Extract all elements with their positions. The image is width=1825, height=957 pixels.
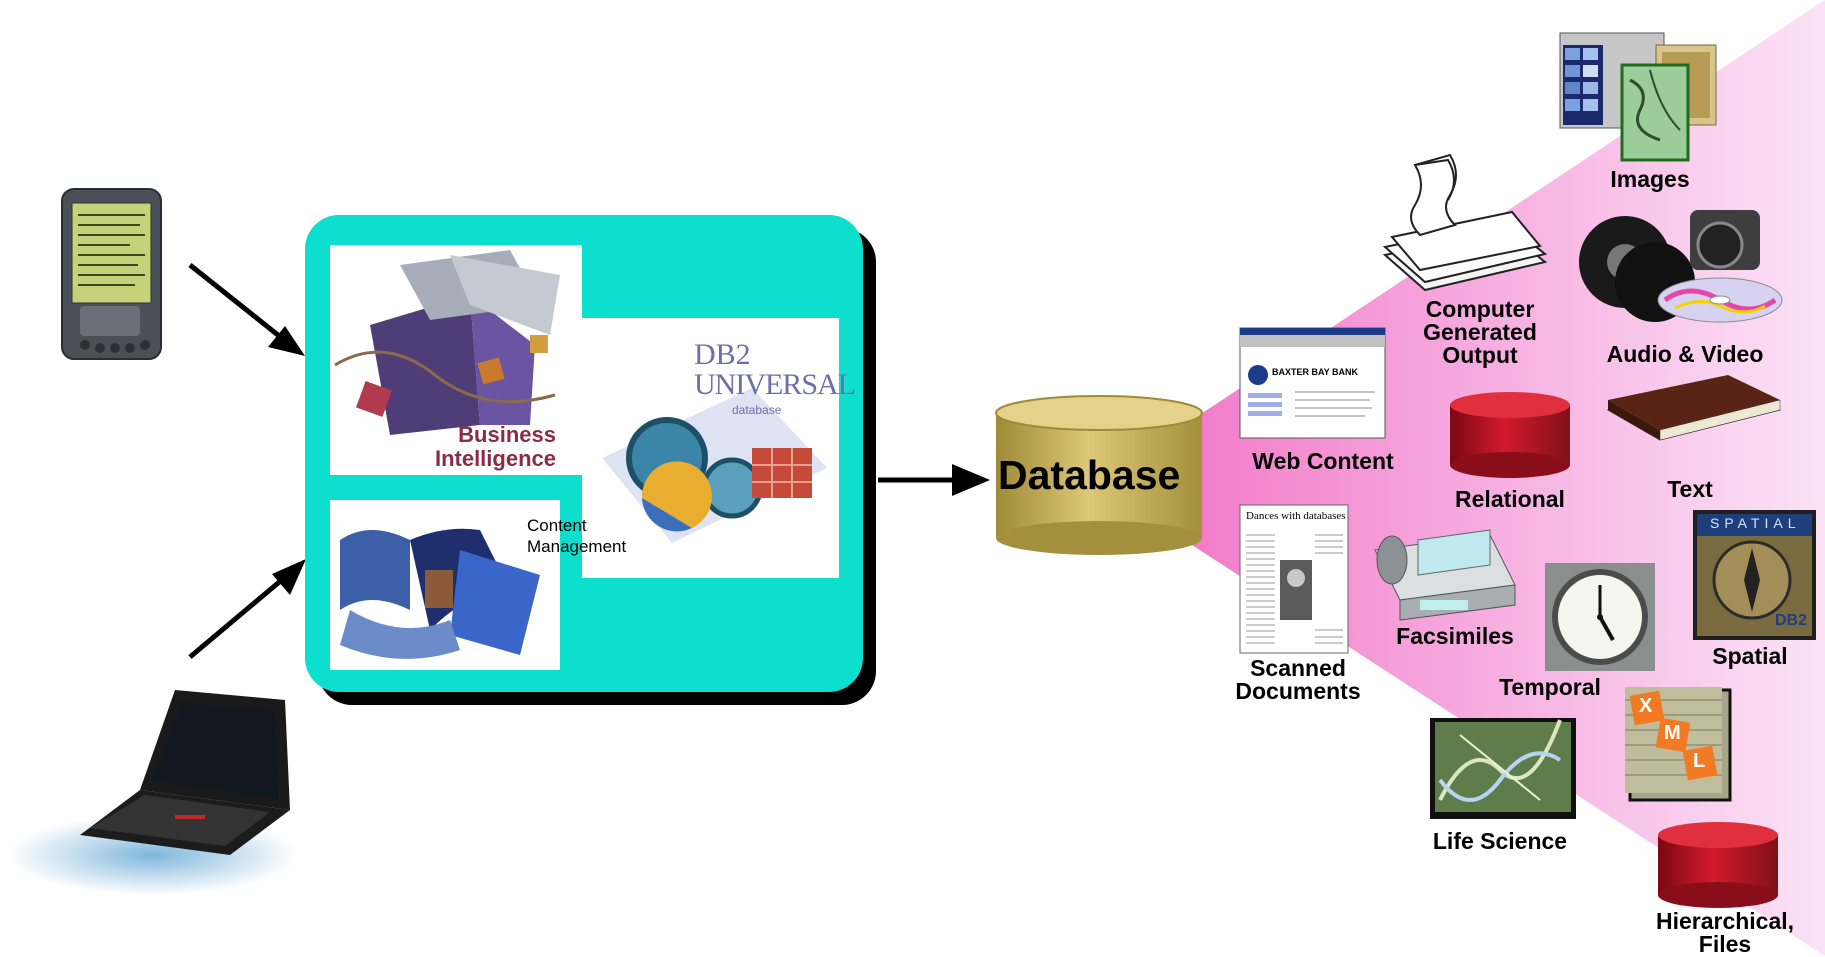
label-text: Text [1667, 476, 1713, 502]
content-management-card [330, 500, 560, 670]
label-computer-generated-output: Computer Generated Output [1423, 296, 1537, 368]
db2-logo-text: DB2 [694, 338, 751, 371]
xml-l-letter: L [1693, 750, 1706, 772]
pda-icon [61, 188, 162, 360]
label-spatial: Spatial [1712, 643, 1788, 669]
scanned-document-thumbnail [1239, 504, 1349, 654]
arrow-from-pda-head [268, 326, 305, 356]
xml-tile-icon [1625, 687, 1732, 802]
scanned-headline-text: Dances with databases [1246, 510, 1346, 522]
content-management-art [340, 528, 540, 659]
content-management-label: Content Management [527, 516, 627, 556]
db2-universal-art [602, 388, 827, 543]
label-audio-video: Audio & Video [1606, 341, 1764, 367]
computer-output-icon [1382, 153, 1548, 292]
label-hierarchical-files: Hierarchical, Files [1655, 908, 1795, 957]
web-bank-text: BAXTER BAY BANK [1272, 367, 1359, 377]
web-content-thumbnail [1239, 327, 1386, 439]
business-intelligence-card: Business Intelligence [330, 245, 582, 475]
xml-x-letter: X [1639, 695, 1653, 717]
arrow-to-database-head [952, 464, 990, 496]
label-facsimiles: Facsimiles [1396, 623, 1514, 649]
text-book-icon [1606, 375, 1782, 441]
label-temporal: Temporal [1499, 674, 1601, 700]
xml-m-letter: M [1664, 722, 1681, 744]
label-web-content: Web Content [1252, 448, 1394, 474]
images-thumbnail [1559, 32, 1717, 162]
facsimile-icon [1374, 529, 1516, 621]
db2-database-text: database [732, 403, 782, 417]
database-cylinder [995, 395, 1203, 555]
arrow-from-pda [188, 263, 290, 345]
laptop-icon [8, 690, 298, 895]
database-label: Database [998, 452, 1181, 498]
label-life-science: Life Science [1432, 828, 1568, 854]
business-intelligence-label: Business Intelligence [434, 422, 556, 471]
arrow-from-laptop-head [272, 559, 306, 595]
relational-cylinder [1450, 392, 1570, 478]
audio-video-icon [1579, 210, 1783, 323]
spatial-banner-text: SPATIAL [1710, 515, 1801, 531]
label-images: Images [1610, 166, 1690, 192]
spatial-db2-text: DB2 [1775, 612, 1808, 629]
label-scanned-documents: Scanned Documents [1235, 655, 1361, 704]
arrow-from-laptop [188, 571, 292, 659]
temporal-clock-icon [1545, 563, 1655, 671]
hierarchical-cylinder [1658, 822, 1778, 908]
db2-universal-text: UNIVERSAL [694, 368, 856, 401]
db2-universal-card: DB2 UNIVERSAL database [582, 318, 856, 578]
life-science-dna-icon [1430, 718, 1576, 819]
label-relational: Relational [1455, 486, 1565, 512]
spatial-tile-icon [1693, 510, 1816, 640]
business-intelligence-art [334, 250, 560, 435]
